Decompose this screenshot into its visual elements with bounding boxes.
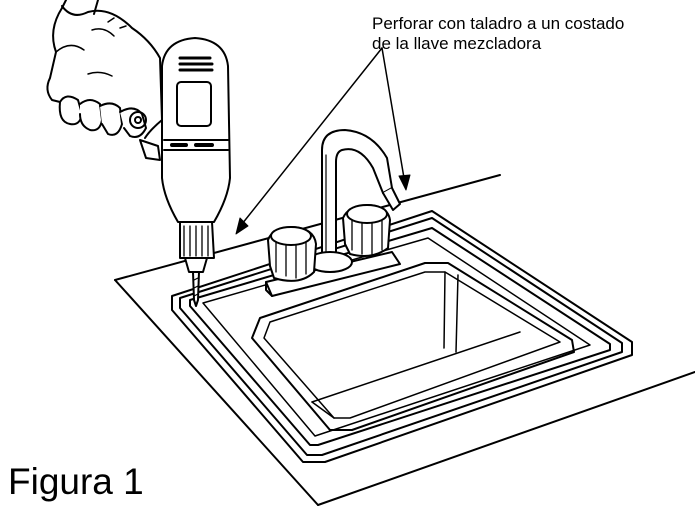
hand-icon [46,0,163,161]
drill-icon [161,37,231,307]
countertop [114,174,695,506]
callout-arrows [235,47,411,235]
callout-text-line-1: Perforar con taladro a un costado [372,14,625,33]
faucet-icon [265,129,401,297]
figure-label: Figura 1 [8,461,144,502]
callout-text-line-2: de la llave mezcladora [372,34,542,53]
sink-icon [171,210,633,463]
